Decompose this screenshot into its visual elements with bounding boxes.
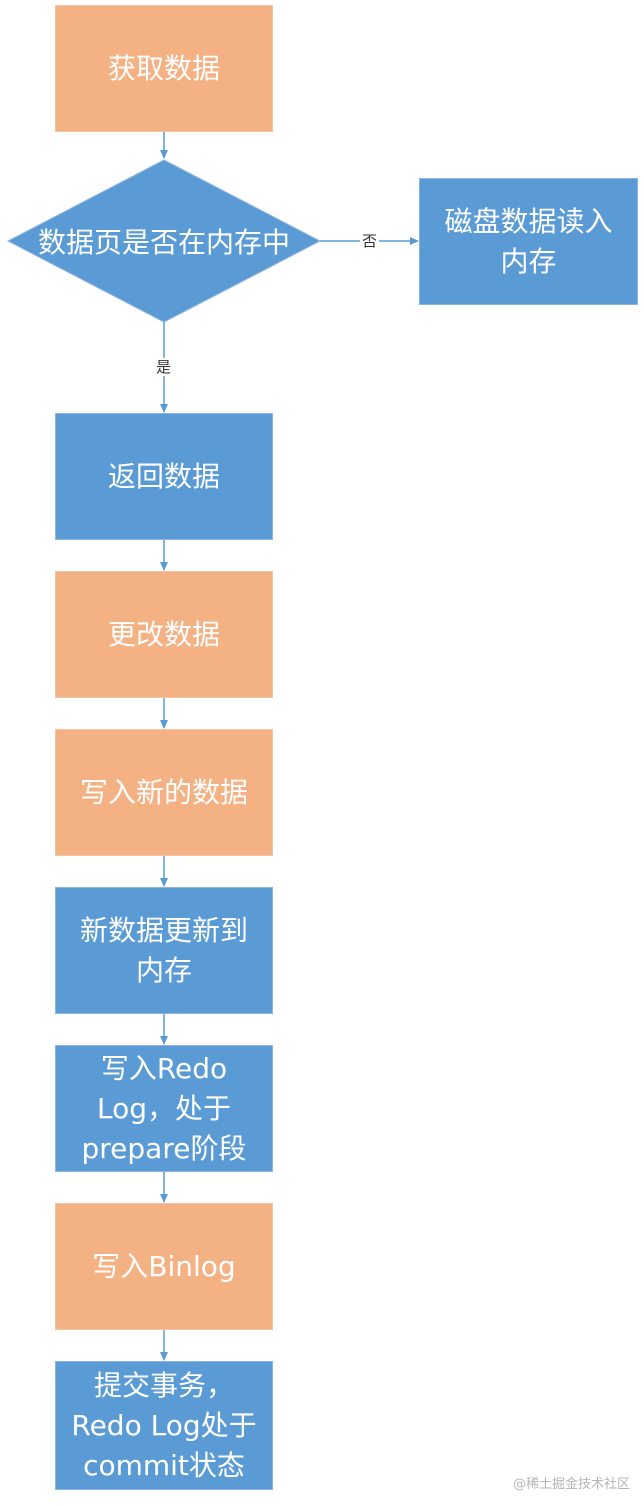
node-modify-data: 更改数据 [55, 571, 273, 698]
node-write-redo-log: 写入Redo Log，处于 prepare阶段 [55, 1045, 273, 1172]
node-commit-transaction: 提交事务， Redo Log处于 commit状态 [55, 1361, 273, 1490]
node-decision-label: 数据页是否在内存中 [37, 226, 290, 259]
watermark: @稀土掘金技术社区 [512, 1477, 630, 1492]
node-return-data: 返回数据 [55, 413, 273, 540]
edge-label-no: 否 [360, 232, 380, 250]
node-update-memory: 新数据更新到 内存 [55, 887, 273, 1014]
edge-label-yes: 是 [154, 358, 174, 376]
node-get-data: 获取数据 [55, 5, 273, 132]
node-write-binlog: 写入Binlog [55, 1203, 273, 1330]
node-write-new-data: 写入新的数据 [55, 729, 273, 856]
node-disk-read: 磁盘数据读入 内存 [419, 178, 638, 305]
